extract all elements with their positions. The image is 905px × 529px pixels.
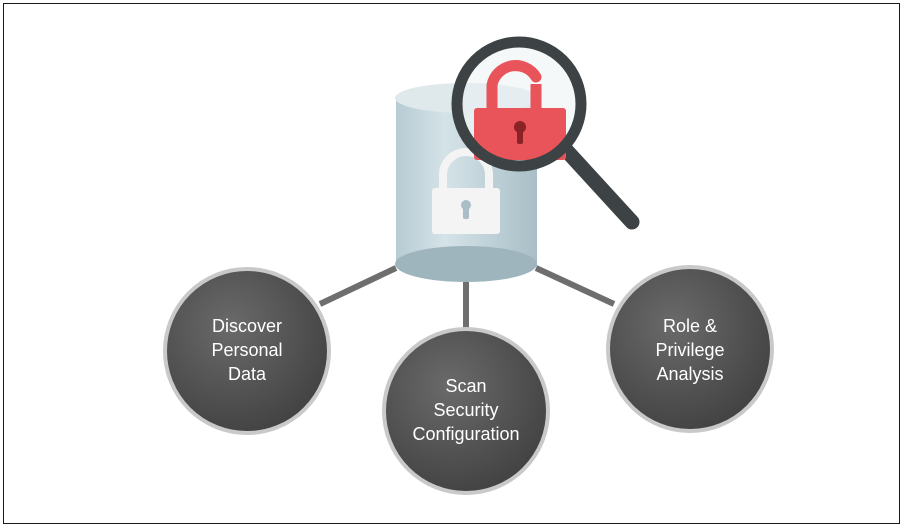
node-scan-line-3: Configuration <box>412 424 520 444</box>
magnifier-icon <box>451 36 640 230</box>
node-role-label: Role & Privilege Analysis <box>610 314 770 386</box>
node-scan-line-2: Security <box>433 400 499 420</box>
node-scan-line-1: Scan <box>445 376 487 396</box>
node-discover-label: Discover Personal Data <box>167 314 327 386</box>
node-role-line-1: Role & <box>662 316 718 336</box>
node-role-line-3: Analysis <box>656 364 724 384</box>
node-role-line-2: Privilege <box>655 340 725 360</box>
connector-role <box>534 265 616 307</box>
unlocked-padlock-icon <box>474 60 566 160</box>
node-discover <box>163 267 331 435</box>
node-discover-line-1: Discover <box>211 316 282 336</box>
connectors <box>318 265 616 330</box>
node-role <box>606 265 774 433</box>
node-discover-line-3: Data <box>227 364 267 384</box>
connector-discover <box>318 265 398 307</box>
node-scan <box>382 327 550 495</box>
padlock-icon <box>432 148 500 234</box>
node-scan-label: Scan Security Configuration <box>386 374 546 446</box>
node-discover-line-2: Personal <box>211 340 283 360</box>
